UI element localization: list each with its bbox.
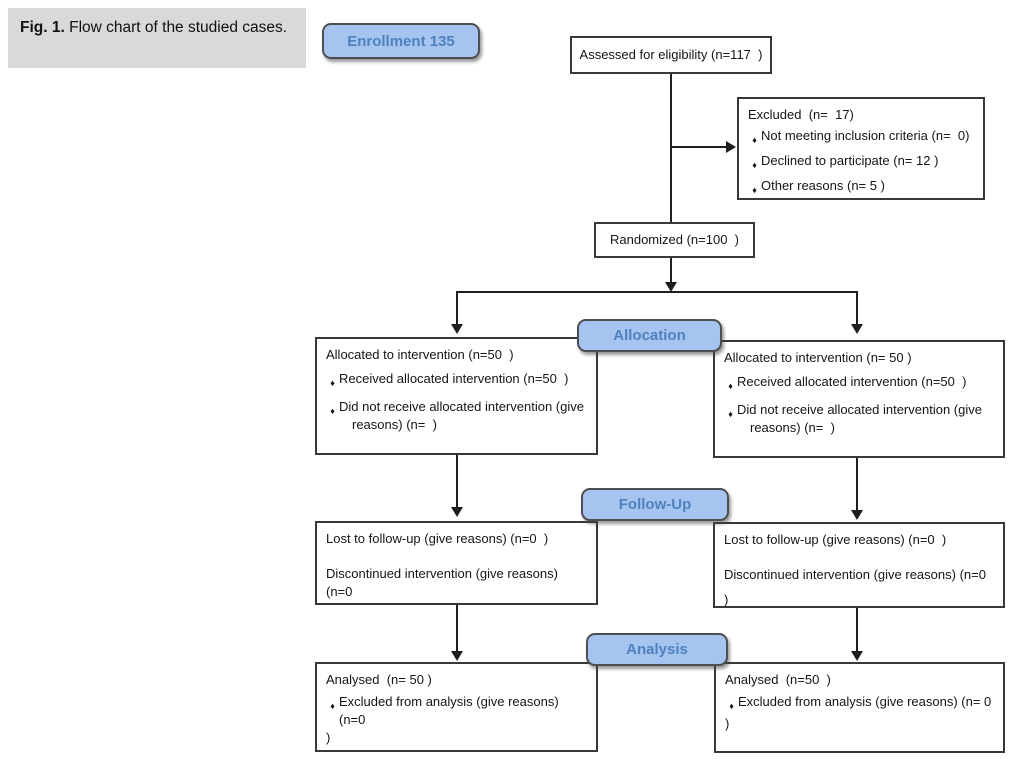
connector-alloc-followup-right xyxy=(856,458,858,510)
followup-left-box: Lost to follow-up (give reasons) (n=0 ) … xyxy=(315,521,598,605)
arrowhead-analysis-left xyxy=(451,651,463,661)
arrowhead-followup-left xyxy=(451,507,463,517)
connector-randomized-branch xyxy=(670,258,672,284)
excluded-bullet-1-text: Not meeting inclusion criteria (n= 0) xyxy=(761,128,970,143)
analysis-left-title: Analysed (n= 50 ) xyxy=(326,672,432,687)
allocation-left-bullet-1: ♦ Received allocated intervention (n=50 … xyxy=(326,370,587,392)
excluded-bullet-1: ♦ Not meeting inclusion criteria (n= 0) xyxy=(748,127,974,149)
excluded-bullet-2-text: Declined to participate (n= 12 ) xyxy=(761,153,939,168)
excluded-bullet-3: ♦ Other reasons (n= 5 ) xyxy=(748,177,974,199)
arrowhead-followup-right xyxy=(851,510,863,520)
arrowhead-analysis-right xyxy=(851,651,863,661)
allocation-right-box: Allocated to intervention (n= 50 ) ♦ Rec… xyxy=(713,340,1005,458)
excluded-bullet-2: ♦ Declined to participate (n= 12 ) xyxy=(748,152,974,174)
excluded-title: Excluded (n= 17) xyxy=(748,107,854,122)
followup-right-line-2: Discontinued intervention (give reasons)… xyxy=(724,567,986,582)
allocation-right-bullet-1-text: Received allocated intervention (n=50 ) xyxy=(737,374,967,389)
figure-caption: Fig. 1. Flow chart of the studied cases. xyxy=(8,8,306,68)
followup-right-line-1: Lost to follow-up (give reasons) (n=0 ) xyxy=(724,532,947,547)
allocation-right-bullet-1: ♦ Received allocated intervention (n=50 … xyxy=(724,373,994,395)
allocation-left-bullet-1-text: Received allocated intervention (n=50 ) xyxy=(339,371,569,386)
bullet-diamond-icon: ♦ xyxy=(729,701,734,711)
enrollment-badge: Enrollment 135 xyxy=(322,23,480,59)
connector-followup-analysis-right xyxy=(856,608,858,652)
analysis-left-bullet: ♦ Excluded from analysis (give reasons) … xyxy=(326,693,587,729)
followup-right-box: Lost to follow-up (give reasons) (n=0 ) … xyxy=(713,522,1005,608)
arrowhead-allocation-right xyxy=(851,324,863,334)
connector-branch-left xyxy=(456,293,458,324)
bullet-diamond-icon: ♦ xyxy=(330,406,335,416)
allocation-left-bullet-2-text: Did not receive allocated intervention (… xyxy=(339,399,588,432)
analysis-right-title: Analysed (n=50 ) xyxy=(725,672,831,687)
allocation-right-bullet-2-text: Did not receive allocated intervention (… xyxy=(737,402,986,435)
bullet-diamond-icon: ♦ xyxy=(752,160,757,170)
analysis-right-bullet-text: Excluded from analysis (give reasons) (n… xyxy=(738,694,992,709)
connector-branch-right xyxy=(856,293,858,324)
figure-caption-text: Flow chart of the studied cases. xyxy=(64,19,288,36)
bullet-diamond-icon: ♦ xyxy=(728,409,733,419)
bullet-diamond-icon: ♦ xyxy=(752,135,757,145)
randomized-text: Randomized (n=100 ) xyxy=(610,232,739,247)
allocation-right-bullet-2: ♦ Did not receive allocated intervention… xyxy=(724,401,994,437)
excluded-box: Excluded (n= 17) ♦ Not meeting inclusion… xyxy=(737,97,985,200)
bullet-diamond-icon: ♦ xyxy=(752,185,757,195)
followup-badge: Follow-Up xyxy=(581,488,729,521)
excluded-bullet-3-text: Other reasons (n= 5 ) xyxy=(761,178,885,193)
assessed-eligibility-box: Assessed for eligibility (n=117 ) xyxy=(570,36,772,74)
branch-line xyxy=(456,291,858,293)
arrowhead-branch xyxy=(665,282,677,292)
randomized-box: Randomized (n=100 ) xyxy=(594,222,755,258)
analysis-left-continuation: ) xyxy=(326,730,331,745)
allocation-badge: Allocation xyxy=(577,319,722,352)
followup-left-line-2: Discontinued intervention (give reasons)… xyxy=(326,566,562,599)
bullet-diamond-icon: ♦ xyxy=(728,381,733,391)
figure-caption-label: Fig. 1. xyxy=(20,19,65,36)
bullet-diamond-icon: ♦ xyxy=(330,701,335,711)
followup-right-line-3: ) xyxy=(724,592,729,607)
analysis-badge: Analysis xyxy=(586,633,728,666)
followup-left-line-1: Lost to follow-up (give reasons) (n=0 ) xyxy=(326,531,549,546)
allocation-left-bullet-2: ♦ Did not receive allocated intervention… xyxy=(326,398,587,434)
allocation-left-title: Allocated to intervention (n=50 ) xyxy=(326,347,514,362)
analysis-right-box: Analysed (n=50 ) ♦ Excluded from analysi… xyxy=(714,662,1005,753)
arrowhead-to-excluded xyxy=(726,141,736,153)
connector-to-excluded xyxy=(671,146,727,148)
analysis-left-bullet-text: Excluded from analysis (give reasons) (n… xyxy=(339,694,563,727)
assessed-eligibility-text: Assessed for eligibility (n=117 ) xyxy=(579,47,763,62)
bullet-diamond-icon: ♦ xyxy=(330,378,335,388)
analysis-right-bullet: ♦ Excluded from analysis (give reasons) … xyxy=(725,693,994,715)
allocation-right-title: Allocated to intervention (n= 50 ) xyxy=(724,350,912,365)
connector-alloc-followup-left xyxy=(456,455,458,507)
connector-followup-analysis-left xyxy=(456,605,458,652)
analysis-right-continuation: ) xyxy=(725,716,730,731)
analysis-left-box: Analysed (n= 50 ) ♦ Excluded from analys… xyxy=(315,662,598,752)
arrowhead-allocation-left xyxy=(451,324,463,334)
allocation-left-box: Allocated to intervention (n=50 ) ♦ Rece… xyxy=(315,337,598,455)
connector-assessed-randomized xyxy=(670,74,672,222)
